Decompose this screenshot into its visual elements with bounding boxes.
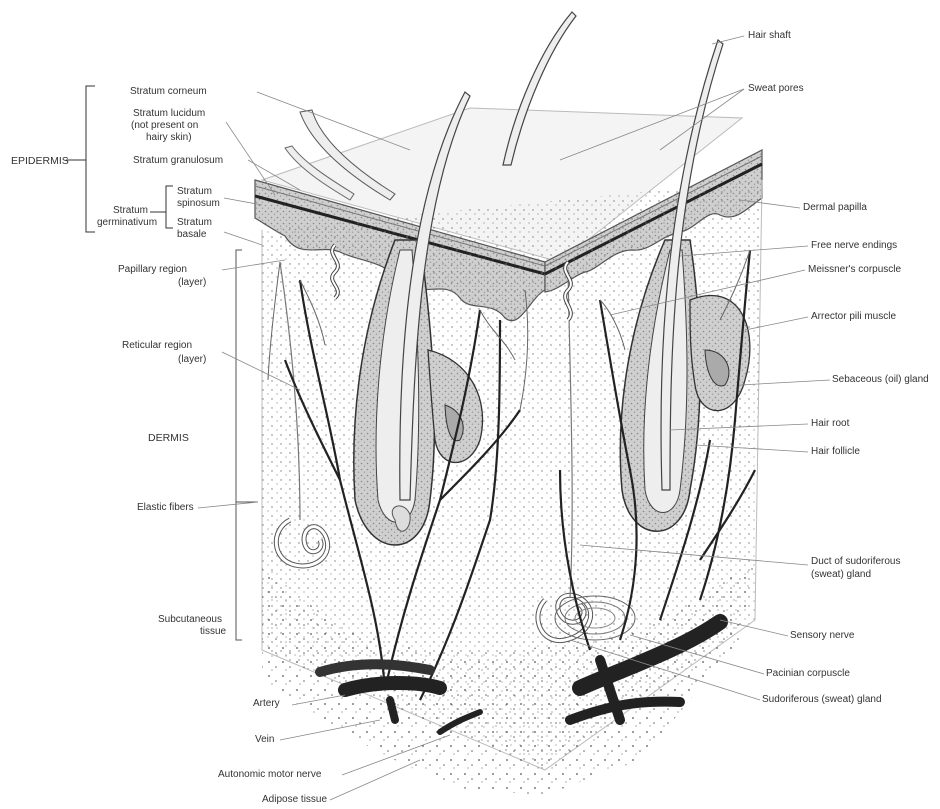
label-meissners-corpuscle: Meissner's corpuscle xyxy=(808,264,901,276)
label-subcutaneous-1: Subcutaneous xyxy=(158,614,222,626)
label-stratum-corneum: Stratum corneum xyxy=(130,86,207,98)
label-sensory-nerve: Sensory nerve xyxy=(790,630,854,642)
label-autonomic-motor-nerve: Autonomic motor nerve xyxy=(218,769,321,781)
label-stratum-germinativum-1: Stratum xyxy=(113,205,148,217)
label-pacinian-corpuscle: Pacinian corpuscle xyxy=(766,668,850,680)
label-hair-root: Hair root xyxy=(811,418,849,430)
label-stratum-spinosum-1: Stratum xyxy=(177,186,212,198)
label-reticular-region-1: Reticular region xyxy=(122,340,192,352)
label-stratum-lucidum-2: (not present on xyxy=(131,120,198,132)
label-hair-shaft: Hair shaft xyxy=(748,30,791,42)
label-stratum-lucidum-3: hairy skin) xyxy=(146,132,192,144)
label-sebaceous-gland: Sebaceous (oil) gland xyxy=(832,374,929,386)
label-papillary-region-2: (layer) xyxy=(178,277,206,289)
label-stratum-germinativum-2: germinativum xyxy=(97,217,157,229)
label-dermis: DERMIS xyxy=(148,432,189,444)
label-stratum-basale-1: Stratum xyxy=(177,217,212,229)
label-artery: Artery xyxy=(253,698,280,710)
label-papillary-region-1: Papillary region xyxy=(118,264,187,276)
label-free-nerve-endings: Free nerve endings xyxy=(811,240,897,252)
label-hair-follicle: Hair follicle xyxy=(811,446,860,458)
label-stratum-basale-2: basale xyxy=(177,229,206,241)
label-arrector-pili-muscle: Arrector pili muscle xyxy=(811,311,896,323)
label-elastic-fibers: Elastic fibers xyxy=(137,502,194,514)
label-reticular-region-2: (layer) xyxy=(178,354,206,366)
label-stratum-lucidum-1: Stratum lucidum xyxy=(133,108,205,120)
label-epidermis: EPIDERMIS xyxy=(11,155,69,167)
label-adipose-tissue: Adipose tissue xyxy=(262,794,327,806)
label-sudoriferous-gland: Sudoriferous (sweat) gland xyxy=(762,694,882,706)
dermis-bracket xyxy=(236,250,258,640)
label-vein: Vein xyxy=(255,734,274,746)
label-duct-sudoriferous-1: Duct of sudoriferous xyxy=(811,556,901,568)
label-sweat-pores: Sweat pores xyxy=(748,83,804,95)
label-subcutaneous-2: tissue xyxy=(200,626,226,638)
label-stratum-granulosum: Stratum granulosum xyxy=(133,155,223,167)
label-stratum-spinosum-2: spinosum xyxy=(177,198,220,210)
label-dermal-papilla: Dermal papilla xyxy=(803,202,867,214)
label-duct-sudoriferous-2: (sweat) gland xyxy=(811,569,871,581)
